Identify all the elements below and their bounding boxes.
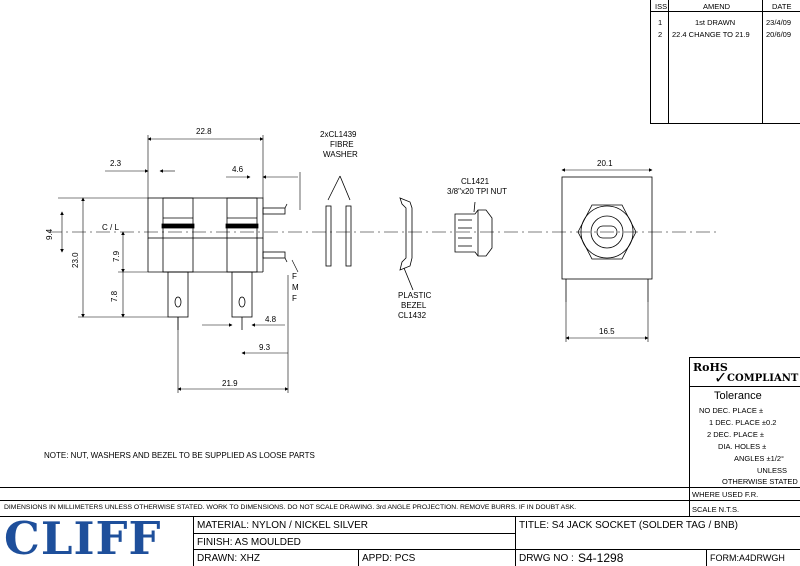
contact-label-3: F xyxy=(292,294,297,303)
cliff-logo: CLIFF xyxy=(4,512,162,565)
dim-2-3: 2.3 xyxy=(110,159,122,168)
contact-label-2: M xyxy=(292,283,299,292)
loose-parts-note: NOTE: NUT, WASHERS AND BEZEL TO BE SUPPL… xyxy=(44,451,315,460)
checkmark-icon: ✓ xyxy=(714,370,728,387)
bezel-label-line-1: PLASTIC xyxy=(398,291,432,300)
rev-iss-2: 2 xyxy=(658,30,663,39)
rev-header-amend: AMEND xyxy=(703,2,731,11)
material-field: MATERIAL: NYLON / NICKEL SILVER xyxy=(197,520,368,531)
centerline-label: C / L xyxy=(102,223,119,232)
tolerance-title: Tolerance xyxy=(714,390,762,402)
hex-nut xyxy=(454,201,493,257)
washer-label-line-2: FIBRE xyxy=(330,140,354,149)
revision-header xyxy=(651,0,800,12)
finish-field: FINISH: AS MOULDED xyxy=(197,537,301,548)
dimensions-disclaimer: DIMENSIONS IN MILLIMETERS UNLESS OTHERWI… xyxy=(4,504,577,511)
dim-7-8: 7.8 xyxy=(110,290,119,302)
tolerance-line-4: DIA. HOLES ± xyxy=(718,442,767,451)
technical-drawing: 22.8 2.3 4.6 9.4 23.0 7.9 7.8 4.8 9.3 21… xyxy=(44,127,720,460)
tolerance-line-3: 2 DEC. PLACE ± xyxy=(707,430,765,439)
rohs-text: RoHS xyxy=(693,361,728,374)
revision-table: ISS AMEND DATE 1 1st DRAWN 23/4/09 2 22.… xyxy=(650,0,800,124)
dim-16-5: 16.5 xyxy=(599,327,615,336)
drawn-field: DRAWN: XHZ xyxy=(197,553,260,564)
washer-label-line-1: 2xCL1439 xyxy=(320,130,357,139)
rev-date-2: 20/6/09 xyxy=(766,30,792,39)
dim-20-1: 20.1 xyxy=(597,159,613,168)
bezel-label-line-3: CL1432 xyxy=(398,311,427,320)
dim-22-8: 22.8 xyxy=(196,127,212,136)
jack-front-view xyxy=(561,168,653,342)
dim-21-9: 21.9 xyxy=(222,379,238,388)
nut-label-line-2: 3/8"x20 TPI NUT xyxy=(447,187,507,196)
dim-9-4: 9.4 xyxy=(45,228,54,240)
dim-4-6: 4.6 xyxy=(232,165,244,174)
fibre-washers xyxy=(325,175,352,267)
where-used-label: WHERE USED F.R. xyxy=(692,490,759,499)
plastic-bezel xyxy=(399,197,414,291)
tolerance-line-6: UNLESS xyxy=(757,466,788,475)
dimension-lines xyxy=(58,135,301,393)
bezel-label-line-2: BEZEL xyxy=(401,301,427,310)
dim-9-3: 9.3 xyxy=(259,343,271,352)
rev-amend-2: 22.4 CHANGE TO 21.9 xyxy=(672,30,750,39)
approved-field: APPD: PCS xyxy=(362,553,416,564)
dim-4-8: 4.8 xyxy=(265,315,277,324)
rev-header-date: DATE xyxy=(772,2,792,11)
tolerance-line-5: ANGLES ±1/2° xyxy=(734,454,785,463)
rev-date-1: 23/4/09 xyxy=(766,18,792,27)
rohs-badge: RoHS ✓ COMPLIANT xyxy=(690,358,800,387)
dim-7-9: 7.9 xyxy=(112,250,121,262)
dim-23-0: 23.0 xyxy=(71,252,80,268)
form-field: FORM:A4DRWGH xyxy=(710,553,785,563)
compliant-text: COMPLIANT xyxy=(727,373,799,384)
tolerance-line-7: OTHERWISE STATED xyxy=(722,477,798,486)
rev-amend-1: 1st DRAWN xyxy=(695,18,736,27)
tolerance-line-2: 1 DEC. PLACE ±0.2 xyxy=(709,418,777,427)
drawing-title: TITLE: S4 JACK SOCKET (SOLDER TAG / BNB) xyxy=(519,520,738,531)
jack-side-view xyxy=(147,197,288,330)
scale-label: SCALE N.T.S. xyxy=(692,505,740,514)
rev-iss-1: 1 xyxy=(658,18,663,27)
tolerance-line-1: NO DEC. PLACE ± xyxy=(699,406,764,415)
drawing-number: S4-1298 xyxy=(578,551,624,565)
rev-header-iss: ISS xyxy=(655,2,668,11)
washer-label-line-3: WASHER xyxy=(323,150,358,159)
nut-label-line-1: CL1421 xyxy=(461,177,490,186)
contact-label-1: F xyxy=(292,272,297,281)
drawing-number-label: DRWG NO : xyxy=(519,553,574,564)
tolerance-panel: RoHS ✓ COMPLIANT Tolerance NO DEC. PLACE… xyxy=(689,357,800,488)
